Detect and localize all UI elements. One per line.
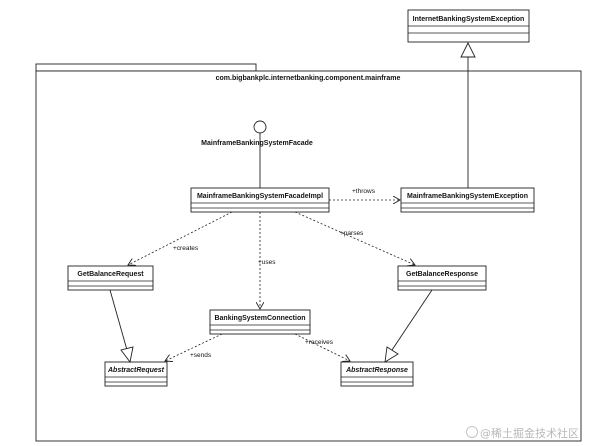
- class-name: GetBalanceResponse: [406, 271, 478, 278]
- hollow-triangle-icon: [384, 346, 399, 363]
- class-get-balance-response[interactable]: GetBalanceResponse: [397, 265, 487, 291]
- relation-label-receives: +receives: [305, 339, 334, 346]
- hollow-triangle-icon: [460, 41, 476, 58]
- class-name: AbstractResponse: [345, 367, 408, 374]
- interface-lollipop: MainframeBankingSystemFacade: [201, 120, 313, 188]
- dependency-uses: +uses: [258, 212, 276, 309]
- watermark-logo-icon: [466, 426, 478, 438]
- interface-label: MainframeBankingSystemFacade: [201, 140, 313, 147]
- relation-label-sends: +sends: [190, 352, 212, 359]
- class-name: MainframeBankingSystemFacadeImpl: [197, 193, 323, 200]
- watermark-text: @稀土掘金技术社区: [480, 427, 579, 440]
- generalization-response: [384, 289, 433, 363]
- relation-label-throws: +throws: [352, 188, 376, 195]
- class-name: InternetBankingSystemException: [413, 16, 525, 23]
- class-mainframe-banking-system-facade-impl[interactable]: MainframeBankingSystemFacadeImpl: [190, 187, 330, 213]
- class-internet-banking-system-exception[interactable]: InternetBankingSystemException: [407, 9, 530, 43]
- dependency-parses: +parses: [294, 211, 415, 265]
- relation-label-creates: +creates: [173, 245, 199, 252]
- class-get-balance-request[interactable]: GetBalanceRequest: [67, 265, 154, 291]
- class-name: GetBalanceRequest: [77, 271, 144, 278]
- hollow-triangle-icon: [120, 346, 134, 364]
- relation-label-uses: +uses: [258, 259, 276, 266]
- relation-label-parses: +parses: [340, 230, 364, 237]
- dependency-throws: +throws: [329, 188, 400, 200]
- package-tab: [35, 63, 257, 72]
- interface-circle-icon: [253, 120, 267, 134]
- class-abstract-response[interactable]: AbstractResponse: [340, 361, 414, 387]
- class-name: MainframeBankingSystemException: [407, 193, 528, 200]
- class-banking-system-connection[interactable]: BankingSystemConnection: [209, 309, 311, 335]
- watermark: @稀土掘金技术社区: [466, 425, 579, 441]
- dependency-creates: +creates: [128, 211, 233, 265]
- package-title: com.bigbankplc.internetbanking.component…: [216, 75, 401, 82]
- class-abstract-request[interactable]: AbstractRequest: [104, 361, 168, 387]
- generalization-exception: [460, 41, 476, 188]
- class-mainframe-banking-system-exception[interactable]: MainframeBankingSystemException: [400, 187, 535, 213]
- dependency-receives: +receives: [294, 333, 350, 361]
- generalization-request: [109, 289, 134, 364]
- class-name: BankingSystemConnection: [214, 315, 305, 322]
- class-name: AbstractRequest: [107, 367, 165, 374]
- dependency-sends: +sends: [165, 333, 223, 361]
